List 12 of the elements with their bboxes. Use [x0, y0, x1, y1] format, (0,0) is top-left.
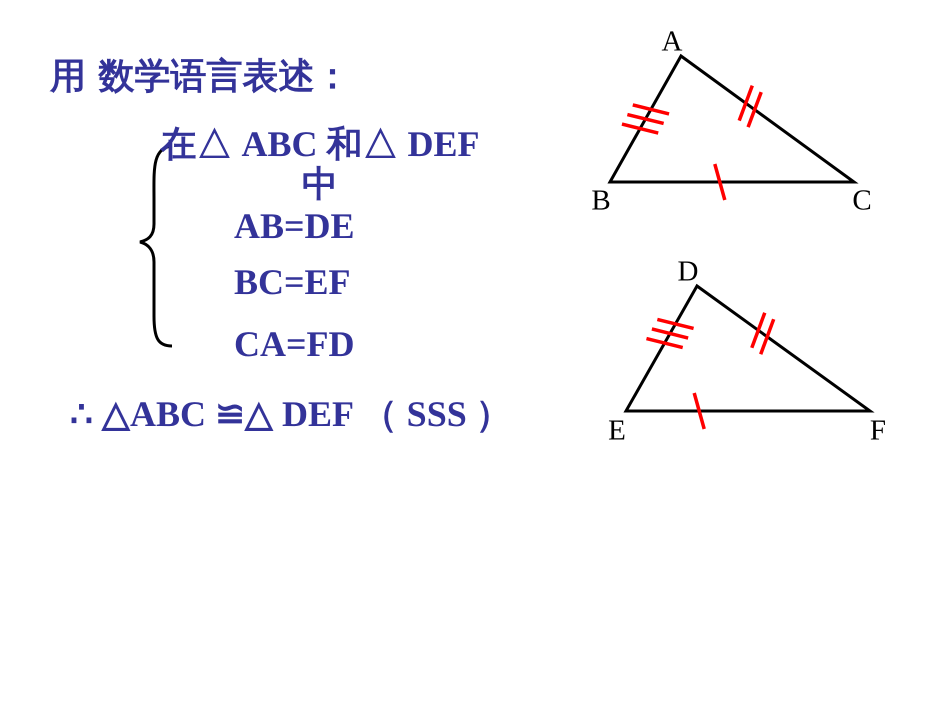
vertex-label: F [870, 416, 886, 446]
vertex-label: D [678, 258, 698, 286]
equation-text: BC=EF [234, 262, 351, 304]
equation-text: AB=DE [234, 206, 355, 248]
vertex-label: E [608, 416, 626, 446]
title: 用 数学语言表述： [50, 56, 351, 98]
vertex-label: A [662, 28, 682, 56]
vertex-label: C [852, 186, 872, 216]
conclusion-text: ∴ △ABC ≌△ DEF （ SSS ） [70, 394, 512, 436]
equation-text: CA=FD [234, 324, 354, 366]
statement-text: 在△ ABC 和△ DEF 中 [159, 124, 480, 204]
vertex-label: B [591, 186, 611, 216]
